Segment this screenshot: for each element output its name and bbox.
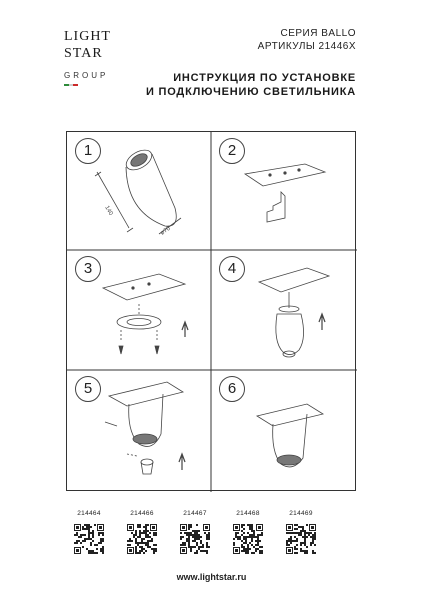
logo-light: LIGHT	[64, 29, 111, 44]
instruction-panel: 140 ø70	[66, 131, 357, 492]
italian-flag-icon	[64, 84, 79, 86]
article-label-2: 214466	[130, 510, 154, 517]
article-label-4: 214468	[236, 510, 260, 517]
instruction-drawings: 140 ø70	[67, 132, 357, 492]
step5-luminaire-lamp-drawing	[104, 381, 186, 475]
qr-code-icon[interactable]	[233, 524, 263, 554]
title-line-2: И ПОДКЛЮЧЕНИЮ СВЕТИЛЬНИКА	[145, 86, 356, 98]
series-name: СЕРИЯ BALLO	[280, 28, 356, 39]
article-label-5: 214469	[289, 510, 313, 517]
step-badge-6: 6	[219, 376, 245, 402]
step1-diameter-label: ø70	[160, 225, 172, 236]
page-title: ИНСТРУКЦИЯ ПО УСТАНОВКЕ И ПОДКЛЮЧЕНИЮ СВ…	[146, 71, 356, 99]
step-badge-1: 1	[75, 138, 101, 164]
website-link[interactable]: www.lightstar.ru	[176, 572, 247, 582]
step-badge-4: 4	[219, 256, 245, 282]
qr-code-icon[interactable]	[127, 524, 157, 554]
qr-code-icon[interactable]	[286, 524, 316, 554]
step3-plate-and-ring-drawing	[101, 273, 189, 355]
step1-luminaire-drawing	[94, 149, 182, 235]
step-badge-3: 3	[75, 256, 101, 282]
step6-finished-luminaire-drawing	[255, 403, 325, 468]
step4-hanging-luminaire-drawing	[257, 267, 331, 358]
step-badge-2: 2	[219, 138, 245, 164]
article-label-3: 214467	[183, 510, 207, 517]
logo-star: STAR	[64, 46, 103, 61]
qr-code-icon[interactable]	[180, 524, 210, 554]
step-badge-5: 5	[75, 376, 101, 402]
logo-group: GROUP	[64, 71, 109, 80]
qr-code-icon[interactable]	[74, 524, 104, 554]
series-block: СЕРИЯ BALLO АРТИКУЛЫ 21446X	[258, 27, 356, 53]
article-label-1: 214464	[77, 510, 101, 517]
series-articles: АРТИКУЛЫ 21446X	[257, 41, 356, 52]
step1-height-label: 140	[103, 205, 114, 217]
step2-mounting-plate-drawing	[243, 163, 327, 223]
title-line-1: ИНСТРУКЦИЯ ПО УСТАНОВКЕ	[173, 72, 356, 84]
